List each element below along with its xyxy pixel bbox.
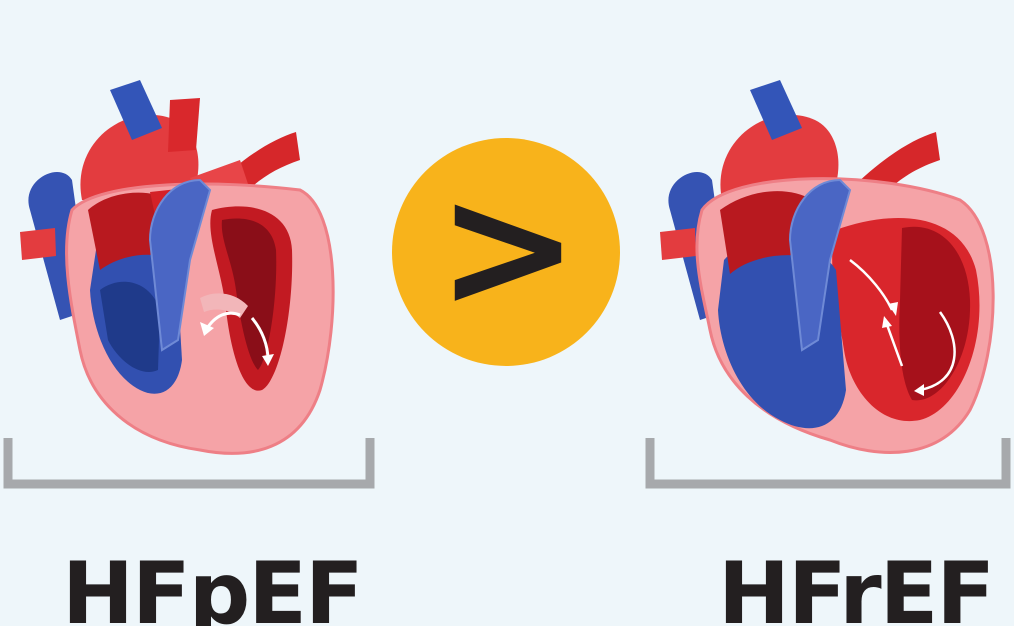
hfpef-bracket — [0, 430, 380, 492]
hfref-label: HFrEF — [718, 548, 1014, 626]
hfref-bracket — [640, 430, 1014, 492]
hfpef-label: HFpEF — [62, 548, 362, 626]
hfref-heart-illustration — [640, 60, 1014, 460]
greater-than-badge: > — [392, 138, 620, 366]
hfpef-heart-illustration — [0, 60, 360, 460]
greater-than-symbol: > — [437, 149, 579, 347]
